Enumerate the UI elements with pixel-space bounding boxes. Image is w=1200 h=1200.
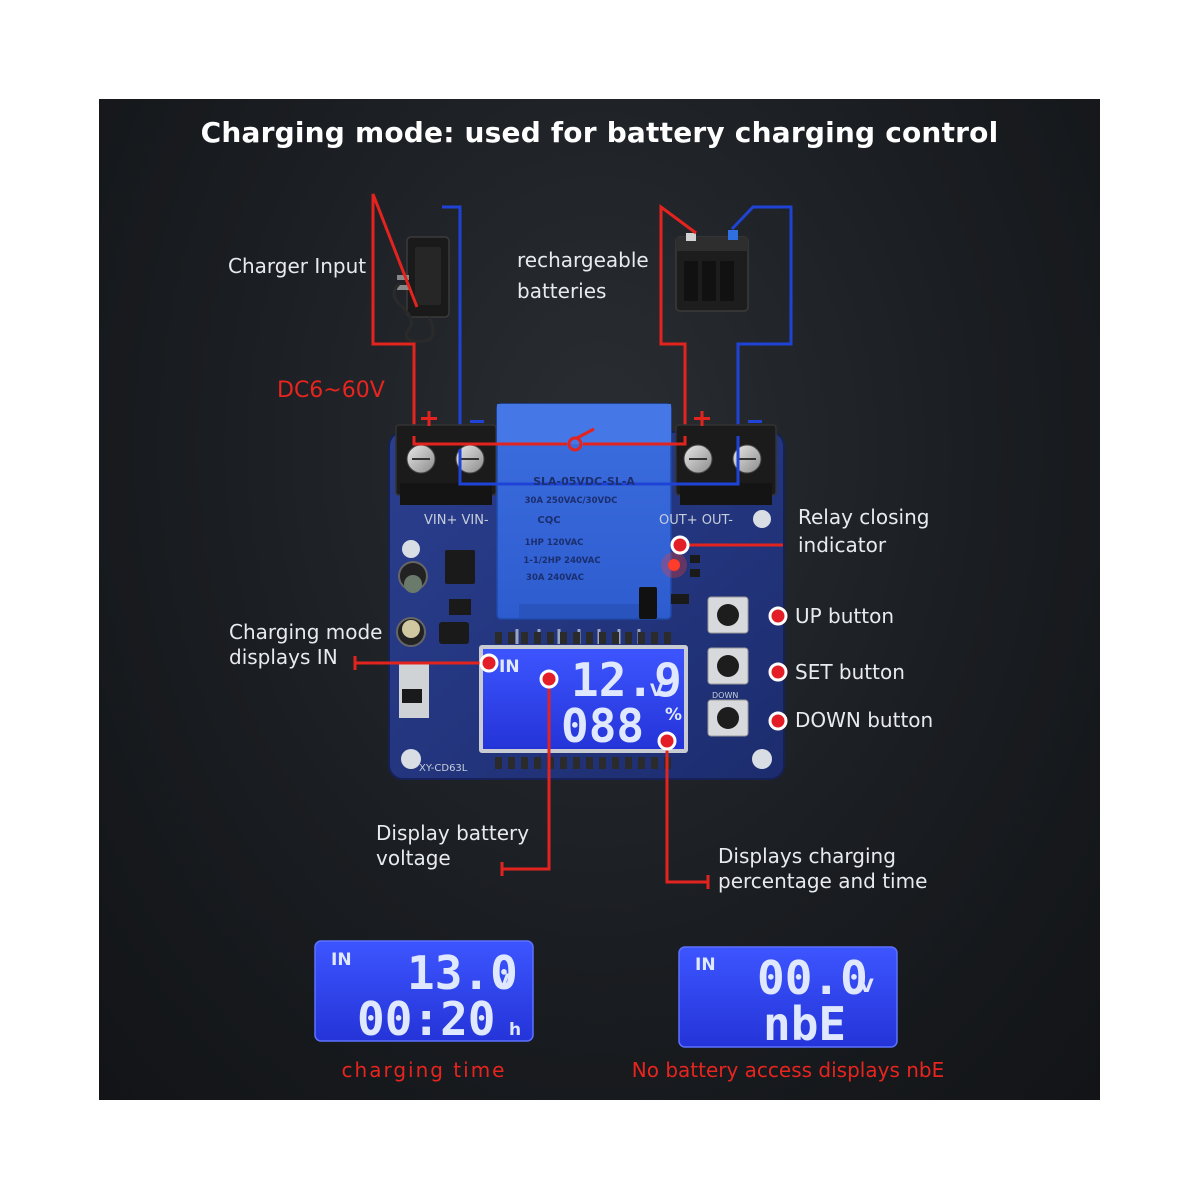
header-pin xyxy=(521,632,528,644)
label-relay-line1: Relay closing xyxy=(798,505,930,529)
header-pin xyxy=(508,632,515,644)
tact-buttons xyxy=(707,596,749,737)
header-pin xyxy=(638,757,645,769)
polarity-marks xyxy=(421,411,762,426)
label-display-voltage-line1: Display battery xyxy=(376,821,530,845)
terminal-block-out xyxy=(675,424,777,505)
lcd-nobattery-mode: IN xyxy=(695,955,716,975)
main-lcd-percent: 088 xyxy=(561,699,644,753)
relay-rating-3: 1-1/2HP 240VAC xyxy=(523,556,600,566)
lcd-nobattery-voltage-unit: V xyxy=(859,975,874,997)
charger-adapter xyxy=(392,236,450,343)
dot-down-button xyxy=(768,711,788,731)
diagram-panel: VIN+ VIN- OUT+ OUT- XY-CD63L DOWN SLA-05… xyxy=(99,99,1100,1100)
header-pin xyxy=(599,757,606,769)
callout-dots xyxy=(479,535,788,751)
callout-lines xyxy=(353,543,783,889)
label-batteries-line2: batteries xyxy=(517,279,607,303)
header-pin xyxy=(508,757,515,769)
header-pin xyxy=(495,632,502,644)
lcd-charging-voltage-unit: V xyxy=(495,970,510,992)
header-pin xyxy=(586,757,593,769)
relay-cqc: CQC xyxy=(537,515,560,526)
lcd-charging-mode: IN xyxy=(331,950,352,970)
relay xyxy=(496,403,672,644)
header-pin xyxy=(547,632,554,644)
battery-illustration xyxy=(675,230,749,312)
header-pin xyxy=(651,757,658,769)
label-set-button: SET button xyxy=(795,660,905,684)
lcd-charging-time: 00:20 xyxy=(357,992,495,1046)
main-lcd-mode: IN xyxy=(499,657,520,677)
lcd-nobattery xyxy=(678,946,898,1048)
header-pin xyxy=(651,632,658,644)
lcd-pins-top xyxy=(495,632,671,644)
header-pin xyxy=(495,757,502,769)
wiring xyxy=(371,193,793,449)
header-pin xyxy=(521,757,528,769)
relay-rating-2: 1HP 120VAC xyxy=(525,538,584,548)
header-pin xyxy=(560,632,567,644)
silk-terminals-out: OUT+ OUT- xyxy=(659,513,733,528)
silk-model: XY-CD63L xyxy=(419,763,468,774)
label-down-button: DOWN button xyxy=(795,708,934,732)
relay-model: SLA-05VDC-SL-A xyxy=(533,475,635,488)
relay-rating-1: 30A 250VAC/30VDC xyxy=(525,496,618,506)
label-batteries-line1: rechargeable xyxy=(517,248,649,272)
header-pin xyxy=(599,632,606,644)
main-lcd xyxy=(479,645,688,753)
label-charging-mode-line1: Charging mode xyxy=(229,620,383,644)
header-pin xyxy=(586,632,593,644)
main-lcd-voltage-unit: V xyxy=(650,681,664,701)
header-pin xyxy=(560,757,567,769)
silk-terminals-in: VIN+ VIN- xyxy=(424,513,489,528)
label-charger-input: Charger Input xyxy=(228,254,367,278)
lcd-charging-voltage: 13.0 xyxy=(407,946,518,1000)
main-lcd-voltage: 12.9 xyxy=(571,653,682,707)
switch-symbol xyxy=(412,427,740,486)
terminal-block-in xyxy=(395,424,497,505)
main-lcd-percent-unit: % xyxy=(665,705,682,725)
relay-rating-4: 30A 240VAC xyxy=(526,573,584,583)
label-charging-mode-line2: displays IN xyxy=(229,645,338,669)
header-pin xyxy=(573,757,580,769)
board-components xyxy=(396,550,700,718)
page-title: Charging mode: used for battery charging… xyxy=(200,116,999,149)
header-pin xyxy=(625,632,632,644)
diagram-drawing: VIN+ VIN- OUT+ OUT- XY-CD63L DOWN SLA-05… xyxy=(314,193,898,1051)
header-pin xyxy=(573,632,580,644)
header-pin xyxy=(664,632,671,644)
label-display-pct-line2: percentage and time xyxy=(718,869,928,893)
label-relay-line2: indicator xyxy=(798,533,887,557)
dot-charging-mode xyxy=(479,653,499,673)
silk-down: DOWN xyxy=(712,691,738,700)
dot-up-button xyxy=(768,606,788,626)
lcd-nobattery-voltage: 00.0 xyxy=(757,951,868,1005)
label-display-voltage-line2: voltage xyxy=(376,846,451,870)
lcd-charging-time-unit: h xyxy=(509,1020,521,1040)
header-pin xyxy=(638,632,645,644)
header-pin xyxy=(625,757,632,769)
lcd-nobattery-code: nbE xyxy=(763,997,846,1051)
label-up-button: UP button xyxy=(795,604,895,628)
caption-no-battery: No battery access displays nbE xyxy=(631,1058,945,1082)
caption-charging-time: charging time xyxy=(341,1058,507,1082)
dot-charging-pct xyxy=(657,731,677,751)
dot-set-button xyxy=(768,662,788,682)
dot-battery-voltage xyxy=(539,669,559,689)
dot-relay-indicator xyxy=(670,535,690,555)
label-input-range: DC6~60V xyxy=(277,378,385,403)
lcd-charging xyxy=(314,940,534,1042)
header-pin xyxy=(612,757,619,769)
header-pin xyxy=(534,757,541,769)
label-display-pct-line1: Displays charging xyxy=(718,844,896,868)
header-pin xyxy=(612,632,619,644)
header-pin xyxy=(534,632,541,644)
